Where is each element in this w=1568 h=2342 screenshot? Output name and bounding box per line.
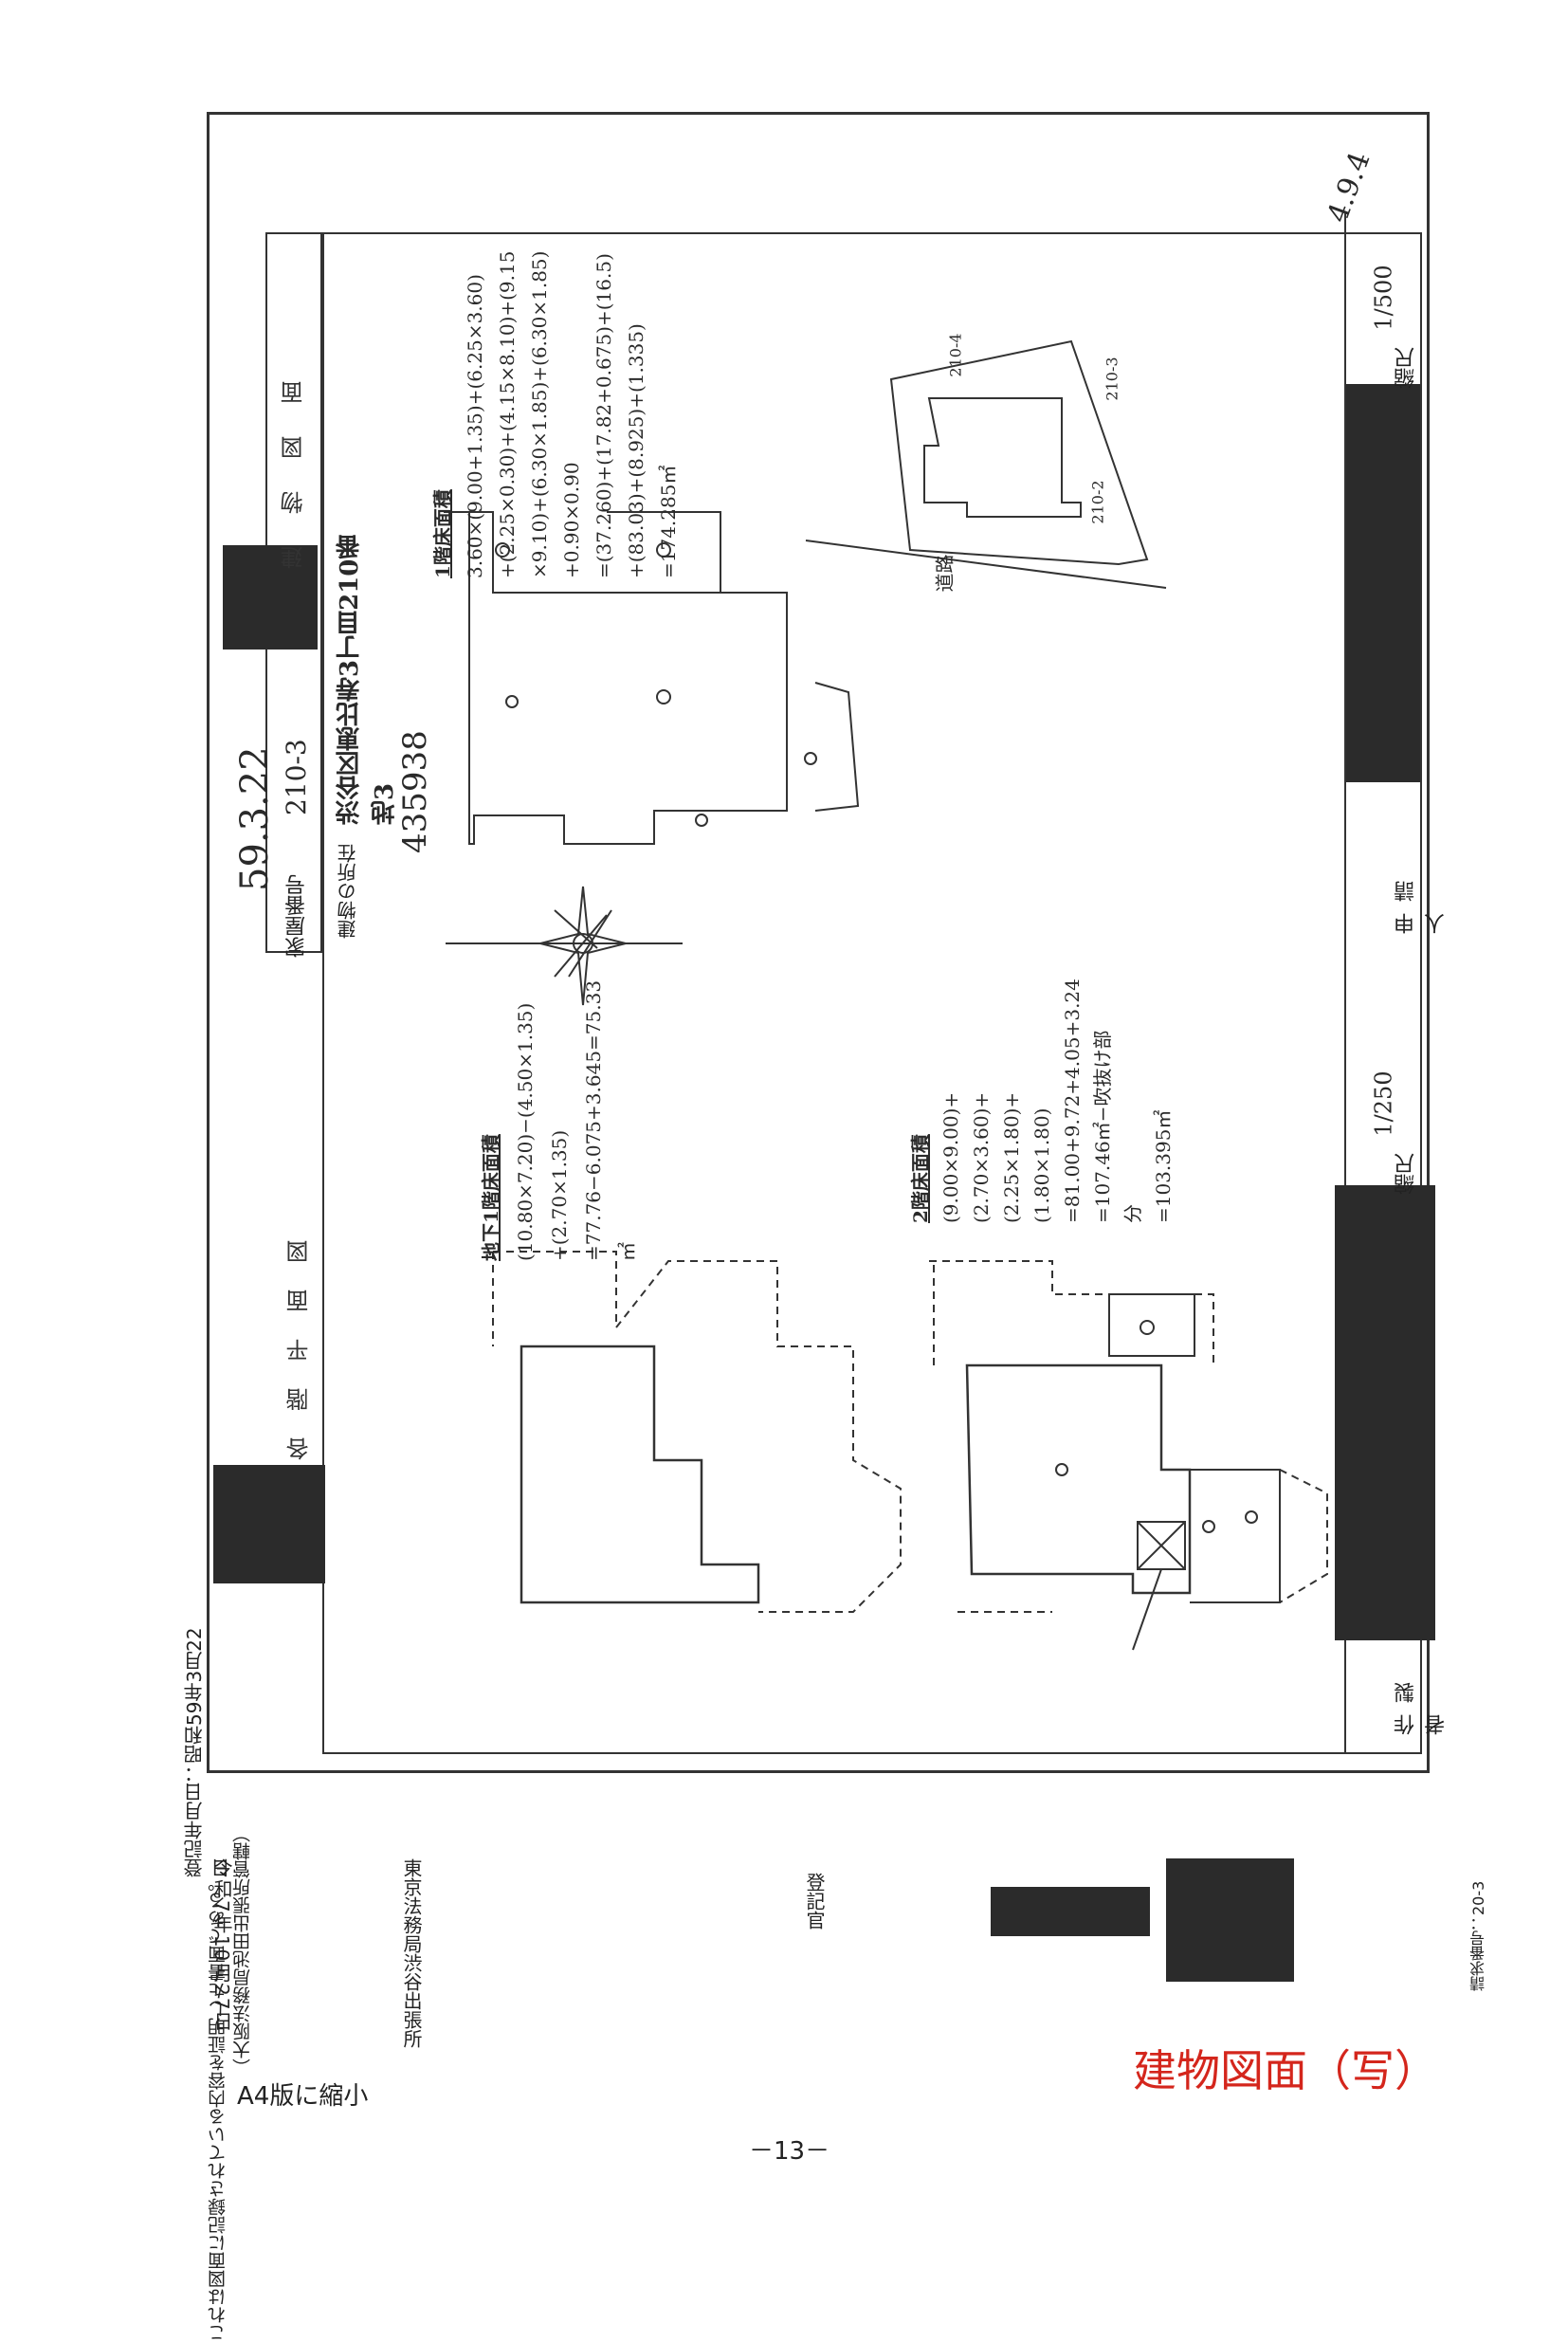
- page-title: 建物図面（写）: [1133, 2045, 1438, 2096]
- basement-dashed: [492, 1251, 902, 1613]
- first-floor-annex: [607, 511, 721, 593]
- pointer-line: [1132, 1568, 1162, 1651]
- basement-calc-line: (10.80×7.20)−(4.50×1.35): [514, 1002, 537, 1261]
- second-floor-calc-line: =103.395㎡: [1152, 1109, 1175, 1223]
- basement-calc-line: +(2.70×1.35): [548, 1129, 571, 1261]
- road-line: [805, 540, 1167, 589]
- drawing-canvas: [444, 339, 1328, 1651]
- basement-calc: 地下1階床面積 (10.80×7.20)−(4.50×1.35) +(2.70×…: [474, 979, 645, 1261]
- reduction-note: A4版に縮小: [237, 2082, 369, 2111]
- redaction-block: [213, 1465, 325, 1583]
- basement-outline: [520, 1345, 760, 1604]
- outer-frame: [207, 112, 1430, 1773]
- compass-rose: [446, 886, 683, 1006]
- cert-office: 東京法務局渋谷出張所: [400, 1858, 423, 2048]
- second-floor-dashed: [929, 1260, 1328, 1613]
- second-floor-calc-line: =107.46㎡−吹抜け部分: [1091, 1030, 1144, 1224]
- redaction-block: [991, 1887, 1150, 1936]
- first-floor-calc: 1階床面積 3.60×(9.00+1.35)+(6.25×3.60) +(2.2…: [427, 123, 684, 578]
- request-number: 請求番号：20-3: [1469, 1880, 1487, 1991]
- room-marker: [1140, 1320, 1155, 1335]
- first-floor-calc-line: ×9.10)+(6.30×1.85)+(6.30×1.85): [528, 250, 551, 578]
- redaction-block: [1166, 1858, 1294, 1982]
- first-floor-calc-title: 1階床面積: [431, 489, 454, 578]
- second-floor-outline: [965, 1363, 1192, 1595]
- second-floor-calc-title: 2階床面積: [909, 1134, 932, 1223]
- basement-calc-line: =77.76−6.075+3.645=75.33㎡: [582, 979, 639, 1261]
- second-floor-calc-line: (2.25×1.80)+(1.80×1.80): [1000, 1091, 1053, 1223]
- first-floor-calc-line: =(37.260)+(17.82+0.675)+(16.5): [593, 253, 615, 578]
- first-floor-calc-line: 3.60×(9.00+1.35)+(6.25×3.60): [464, 274, 486, 578]
- second-floor-side: [1190, 1469, 1281, 1603]
- room-marker: [804, 752, 817, 765]
- page-number: －13－: [749, 2137, 830, 2166]
- second-floor-calc: 2階床面積 (9.00×9.00)+(2.70×3.60)+ (2.25×1.8…: [905, 979, 1178, 1224]
- room-marker: [505, 695, 519, 708]
- room-marker: [1202, 1520, 1215, 1533]
- first-floor-bay: [814, 682, 860, 812]
- first-floor-calc-line: +(83.03)+(8.925)+(1.335): [625, 323, 647, 578]
- basement-calc-title: 地下1階床面積: [480, 1134, 502, 1261]
- redaction-block: [1346, 384, 1420, 782]
- site-building: [923, 397, 1082, 518]
- room-marker: [495, 542, 510, 558]
- redaction-block: [223, 545, 318, 650]
- room-marker: [1245, 1510, 1258, 1524]
- second-floor-calc-line: (9.00×9.00)+(2.70×3.60)+: [939, 1091, 993, 1223]
- cert-officer: 登記官: [803, 1873, 826, 1930]
- room-marker: [1055, 1463, 1068, 1476]
- redaction-block: [1335, 1185, 1435, 1640]
- site-lot-b: 210-3: [1103, 357, 1121, 401]
- room-marker: [656, 542, 671, 558]
- cert-date: 令和7年10月27日: [210, 1858, 233, 2033]
- site-lot-c: 210-2: [1088, 480, 1107, 524]
- room-marker: [695, 814, 708, 827]
- inner-frame: [322, 232, 1422, 1754]
- right-column: [1344, 213, 1424, 1754]
- second-floor-calc-line: =81.00+9.72+4.05+3.24: [1061, 979, 1084, 1223]
- first-floor-calc-line: +(2.25×0.30)+(4.15×8.10)+(9.15: [496, 250, 519, 578]
- room-marker: [656, 689, 671, 704]
- first-floor-outline: [444, 511, 788, 845]
- site-road-label: 道路: [933, 554, 957, 593]
- site-lot-a: 210-4: [946, 333, 965, 377]
- first-floor-calc-line: +0.90×0.90: [560, 462, 583, 578]
- site-boundary: [889, 339, 1149, 566]
- first-floor-calc-line: =174.285㎡: [657, 465, 680, 578]
- second-floor-wing: [1108, 1293, 1195, 1357]
